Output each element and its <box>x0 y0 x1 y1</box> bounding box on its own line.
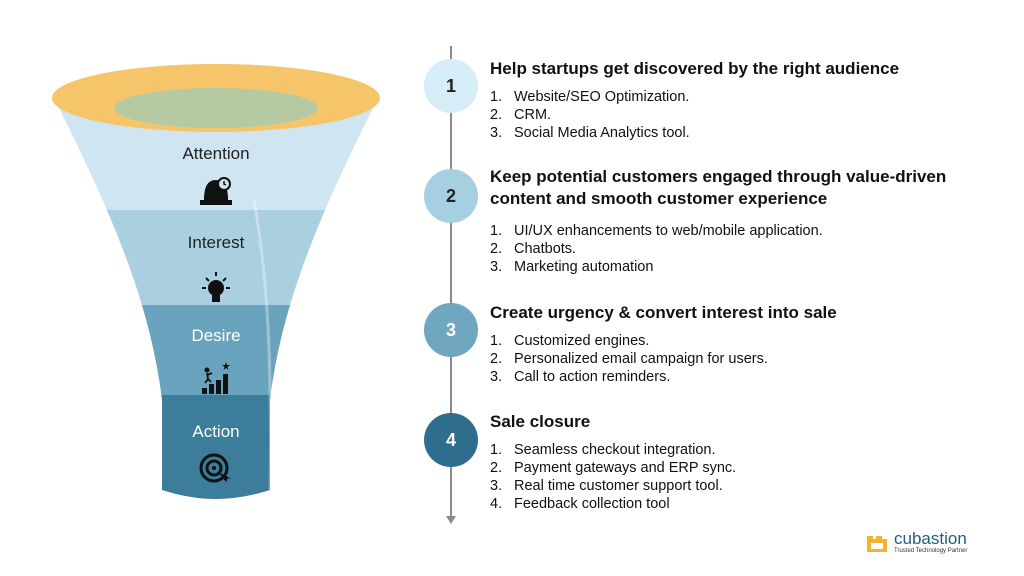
list-item: 2.Chatbots. <box>490 241 577 257</box>
step-3: Create urgency & convert interest into s… <box>490 302 990 386</box>
list-item: 1.UI/UX enhancements to web/mobile appli… <box>490 223 823 239</box>
target-click-icon <box>199 453 232 483</box>
step-4-title: Sale closure <box>490 412 591 431</box>
step-2: Keep potential customers engaged through… <box>490 166 950 276</box>
step-1-list: 1.Website/SEO Optimization. 2.CRM. 3.Soc… <box>490 88 990 142</box>
list-item: 1.Seamless checkout integration. <box>490 442 716 458</box>
step-1: Help startups get discovered by the righ… <box>490 58 990 142</box>
funnel-graphic <box>52 64 380 499</box>
cubastion-logo: cubastion Trusted Technology Partner <box>866 530 967 555</box>
list-item: 1.Customized engines. <box>490 333 650 349</box>
step-3-circle: 3 <box>424 303 478 357</box>
list-item: 2.Personalized email campaign for users. <box>490 351 768 367</box>
growth-chart-climber-icon <box>202 362 230 394</box>
step-1-circle: 1 <box>424 59 478 113</box>
list-item: 1.Website/SEO Optimization. <box>490 89 690 105</box>
list-item: 3.Social Media Analytics tool. <box>490 125 690 141</box>
alarm-bell-icon <box>200 177 232 205</box>
step-4: Sale closure 1.Seamless checkout integra… <box>490 411 990 513</box>
logo-name: cubastion <box>894 529 967 548</box>
list-item: 2.CRM. <box>490 107 552 123</box>
step-3-title: Create urgency & convert interest into s… <box>490 303 837 322</box>
step-2-circle: 2 <box>424 169 478 223</box>
list-item: 4.Feedback collection tool <box>490 496 670 512</box>
step-1-title: Help startups get discovered by the righ… <box>490 59 900 78</box>
stage-label-desire: Desire <box>191 326 241 345</box>
step-2-list: 1.UI/UX enhancements to web/mobile appli… <box>490 222 950 276</box>
lightbulb-icon <box>202 272 230 302</box>
list-item: 2.Payment gateways and ERP sync. <box>490 460 737 476</box>
timeline-line <box>450 46 452 520</box>
timeline-arrowhead <box>446 516 456 524</box>
list-item: 3.Real time customer support tool. <box>490 478 723 494</box>
step-4-list: 1.Seamless checkout integration. 2.Payme… <box>490 441 990 513</box>
step-2-title: Keep potential customers engaged through… <box>490 167 947 208</box>
stage-label-attention: Attention <box>182 144 250 163</box>
cubastion-logo-icon <box>867 535 887 552</box>
stage-label-interest: Interest <box>187 233 245 252</box>
logo-tagline: Trusted Technology Partner <box>894 548 968 554</box>
list-item: 3.Call to action reminders. <box>490 369 671 385</box>
list-item: 3.Marketing automation <box>490 259 654 275</box>
funnel-opening <box>114 88 318 128</box>
step-3-list: 1.Customized engines. 2.Personalized ema… <box>490 332 990 386</box>
stage-label-action: Action <box>192 422 240 441</box>
step-4-circle: 4 <box>424 413 478 467</box>
